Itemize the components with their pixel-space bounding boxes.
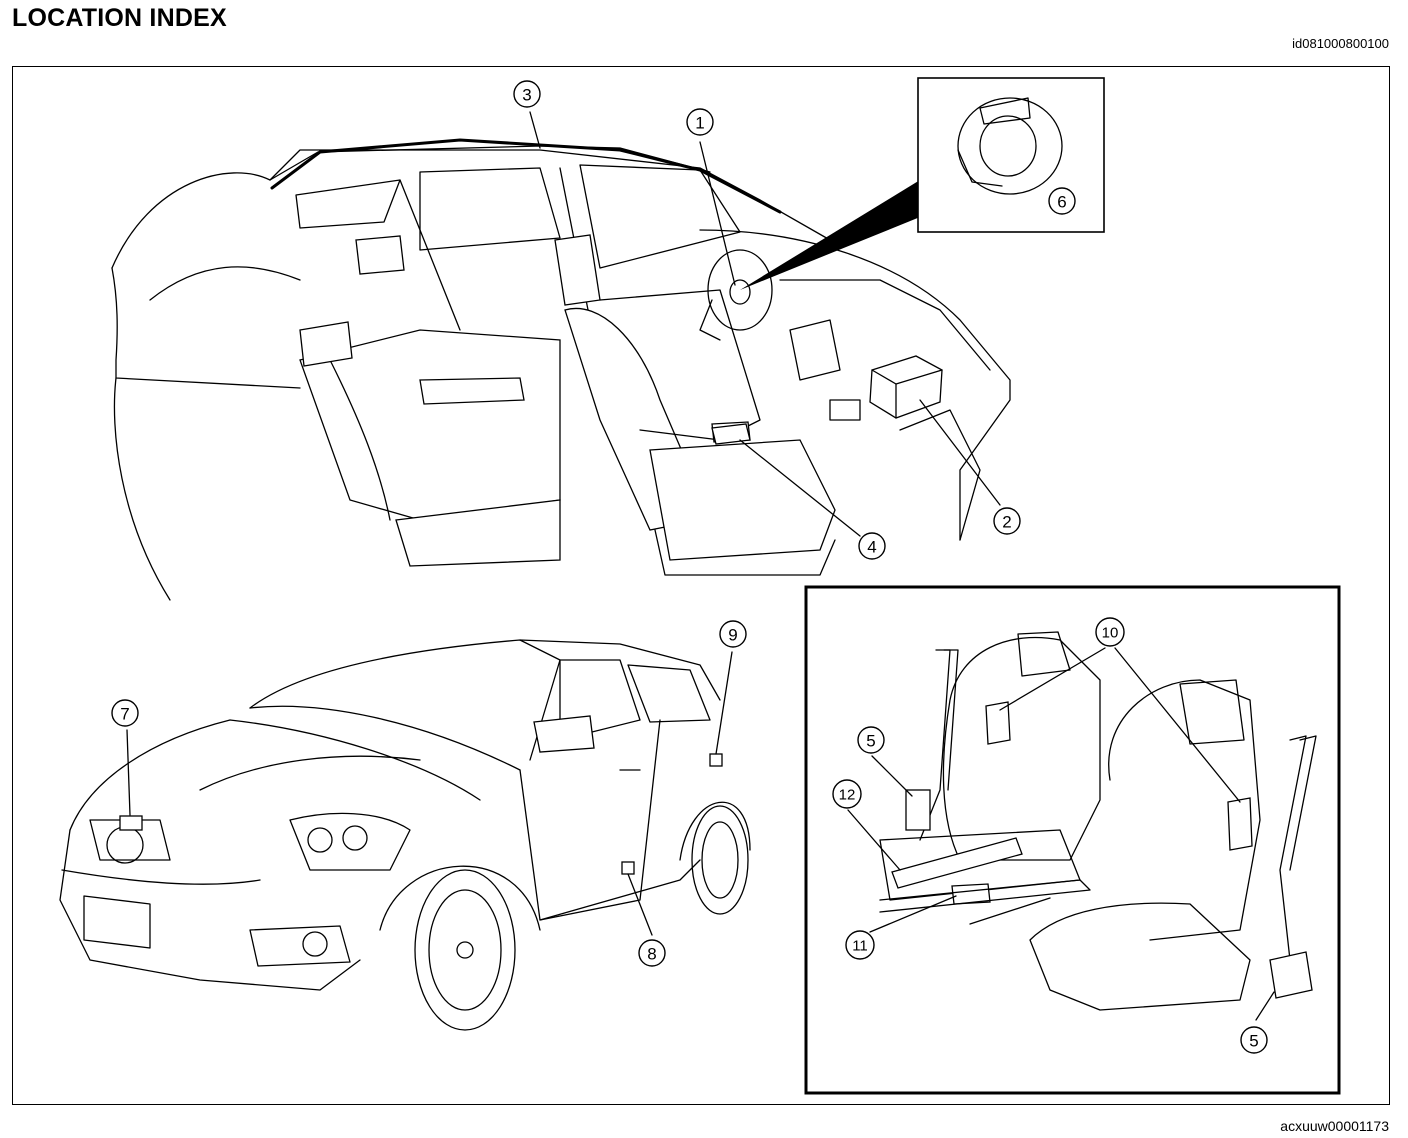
callout-9: 9 xyxy=(719,620,747,648)
callout-2: 2 xyxy=(993,507,1021,535)
callout-1: 1 xyxy=(686,108,714,136)
svg-text:9: 9 xyxy=(728,626,737,645)
svg-text:8: 8 xyxy=(647,945,656,964)
page-title: LOCATION INDEX xyxy=(12,4,227,32)
svg-text:11: 11 xyxy=(852,938,868,955)
seat-inset xyxy=(804,585,1341,1095)
callout-5-right: 5 xyxy=(1240,1026,1268,1054)
document-id: id081000800100 xyxy=(1292,36,1389,51)
svg-text:6: 6 xyxy=(1057,193,1066,212)
exterior-vehicle-illustration xyxy=(59,639,751,1031)
clock-spring-inset xyxy=(917,77,1105,233)
svg-text:12: 12 xyxy=(839,787,856,804)
interior-cutaway-illustration xyxy=(111,111,1011,601)
callout-3: 3 xyxy=(513,80,541,108)
svg-text:2: 2 xyxy=(1002,513,1011,532)
callout-8: 8 xyxy=(638,939,666,967)
callout-11: 11 xyxy=(845,930,875,960)
svg-text:3: 3 xyxy=(522,86,531,105)
callout-7: 7 xyxy=(111,699,139,727)
callout-6: 6 xyxy=(1048,187,1076,215)
diagram-frame xyxy=(12,66,1390,1105)
callout-12: 12 xyxy=(832,779,862,809)
svg-text:4: 4 xyxy=(867,538,876,557)
callout-5-left: 5 xyxy=(857,726,885,754)
svg-text:7: 7 xyxy=(120,705,129,724)
callout-10: 10 xyxy=(1095,617,1125,647)
svg-text:5: 5 xyxy=(1249,1032,1258,1051)
figure-id: acxuuw00001173 xyxy=(1280,1118,1389,1134)
svg-text:10: 10 xyxy=(1102,625,1119,642)
svg-text:5: 5 xyxy=(866,732,875,751)
callout-4: 4 xyxy=(858,532,886,560)
svg-text:1: 1 xyxy=(695,114,704,133)
